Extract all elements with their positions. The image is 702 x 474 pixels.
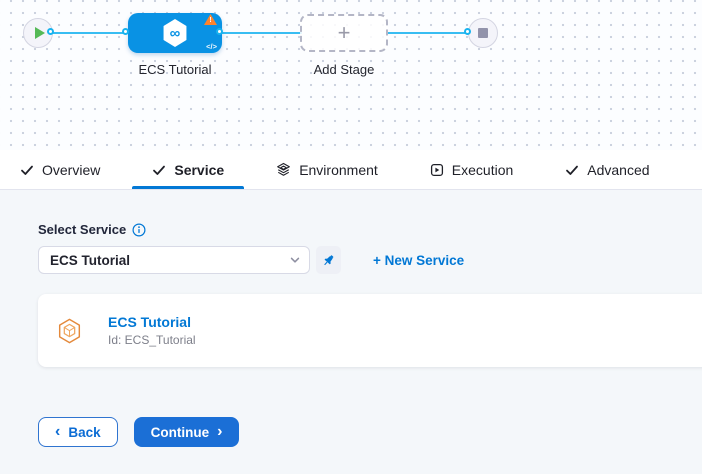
chevron-down-icon[interactable] xyxy=(289,254,301,266)
service-hexagon-icon xyxy=(58,318,81,343)
tab-service[interactable]: Service xyxy=(132,150,245,189)
chevron-left-icon: ‹ xyxy=(55,423,61,440)
pipeline-end-node[interactable] xyxy=(468,18,498,48)
continue-button[interactable]: Continue › xyxy=(133,417,240,447)
tab-label: Execution xyxy=(451,161,514,178)
pin-service-button[interactable] xyxy=(316,246,341,274)
tab-execution[interactable]: Execution xyxy=(410,150,533,189)
service-select[interactable] xyxy=(38,246,310,274)
check-icon xyxy=(153,165,166,175)
select-service-label: Select Service xyxy=(38,222,702,237)
play-box-icon xyxy=(430,163,443,176)
tab-overview[interactable]: Overview xyxy=(0,150,120,189)
tab-environment[interactable]: Environment xyxy=(256,150,398,189)
continue-button-label: Continue xyxy=(150,424,210,440)
info-icon[interactable] xyxy=(132,222,146,237)
service-card-text: ECS Tutorial Id: ECS_Tutorial xyxy=(108,314,196,347)
pipeline-canvas[interactable]: ∞ ! </> + ECS Tutorial Add Stage xyxy=(0,0,702,150)
service-card-id: Id: ECS_Tutorial xyxy=(108,333,196,347)
stage-node-ecs-tutorial[interactable]: ∞ ! </> xyxy=(128,13,222,53)
chevron-right-icon: › xyxy=(217,423,223,440)
infinity-glyph: ∞ xyxy=(169,24,181,42)
service-card[interactable]: ECS Tutorial Id: ECS_Tutorial xyxy=(38,294,702,367)
play-icon xyxy=(34,27,45,39)
stage-node-label: ECS Tutorial xyxy=(138,62,212,77)
add-stage-button[interactable]: + xyxy=(300,14,388,52)
node-port[interactable] xyxy=(47,27,54,35)
stop-icon xyxy=(478,28,488,38)
service-card-title[interactable]: ECS Tutorial xyxy=(108,314,191,330)
node-port[interactable] xyxy=(216,27,223,35)
tab-label: Service xyxy=(174,161,225,178)
connector-line xyxy=(220,31,302,34)
code-icon: </> xyxy=(206,42,217,51)
node-port[interactable] xyxy=(122,27,129,35)
back-button[interactable]: ‹ Back xyxy=(38,417,118,447)
layers-icon xyxy=(277,162,291,176)
pin-icon xyxy=(324,254,334,265)
check-icon xyxy=(21,165,33,175)
connector-line xyxy=(52,31,130,34)
tab-label: Environment xyxy=(299,161,378,178)
select-service-label-text: Select Service xyxy=(38,222,127,237)
connector-line xyxy=(386,31,468,34)
tab-label: Advanced xyxy=(587,161,650,178)
stage-config-tabs: Overview Service Environment Execution A… xyxy=(0,150,702,190)
footer-actions: ‹ Back Continue › xyxy=(38,417,702,447)
back-button-label: Back xyxy=(68,424,101,440)
service-select-input[interactable] xyxy=(38,246,310,274)
node-port[interactable] xyxy=(464,27,471,35)
service-tab-panel: Select Service + New Service ECS Tutoria… xyxy=(0,190,702,474)
add-stage-label: Add Stage xyxy=(313,62,375,77)
new-service-link[interactable]: + New Service xyxy=(373,252,465,268)
tab-label: Overview xyxy=(42,161,101,178)
deploy-stage-icon: ∞ xyxy=(163,19,187,47)
warning-icon: ! xyxy=(204,14,217,25)
select-service-row: + New Service xyxy=(38,246,702,274)
plus-icon: + xyxy=(337,20,351,45)
check-icon xyxy=(566,165,579,175)
tab-advanced[interactable]: Advanced xyxy=(545,150,669,189)
